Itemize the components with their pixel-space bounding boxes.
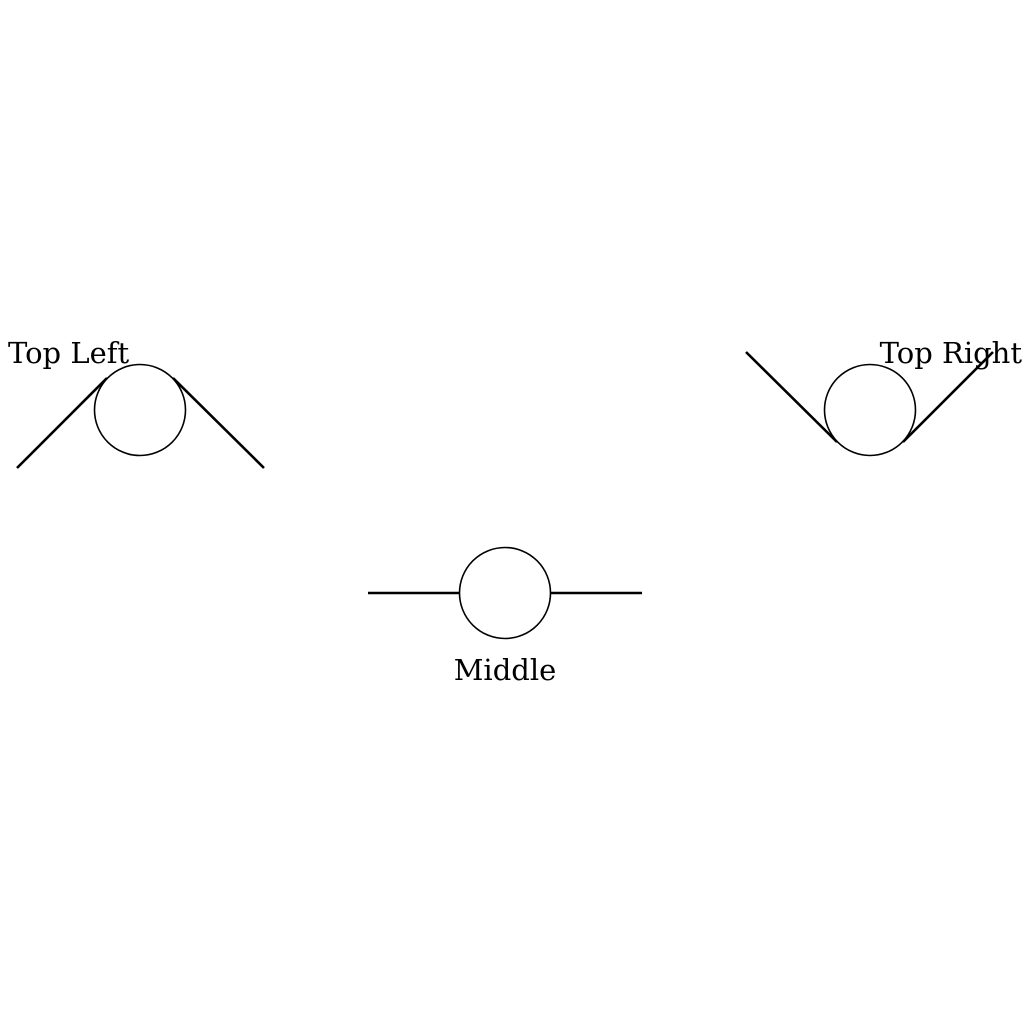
top-left-right-lead [172,377,265,469]
top-right-right-lead [902,351,994,443]
middle-label: Middle [454,653,557,687]
top-right-left-lead [745,351,838,443]
top-right-label: Top Right [880,336,1023,370]
top-right-element: Top Right [745,336,1023,457]
top-left-element: Top Left [8,336,265,469]
top-left-label: Top Left [8,336,129,370]
top-right-circle [823,363,917,457]
middle-circle [458,546,552,640]
middle-element: Middle [368,546,642,687]
top-left-left-lead [16,377,108,469]
top-left-circle [93,363,187,457]
